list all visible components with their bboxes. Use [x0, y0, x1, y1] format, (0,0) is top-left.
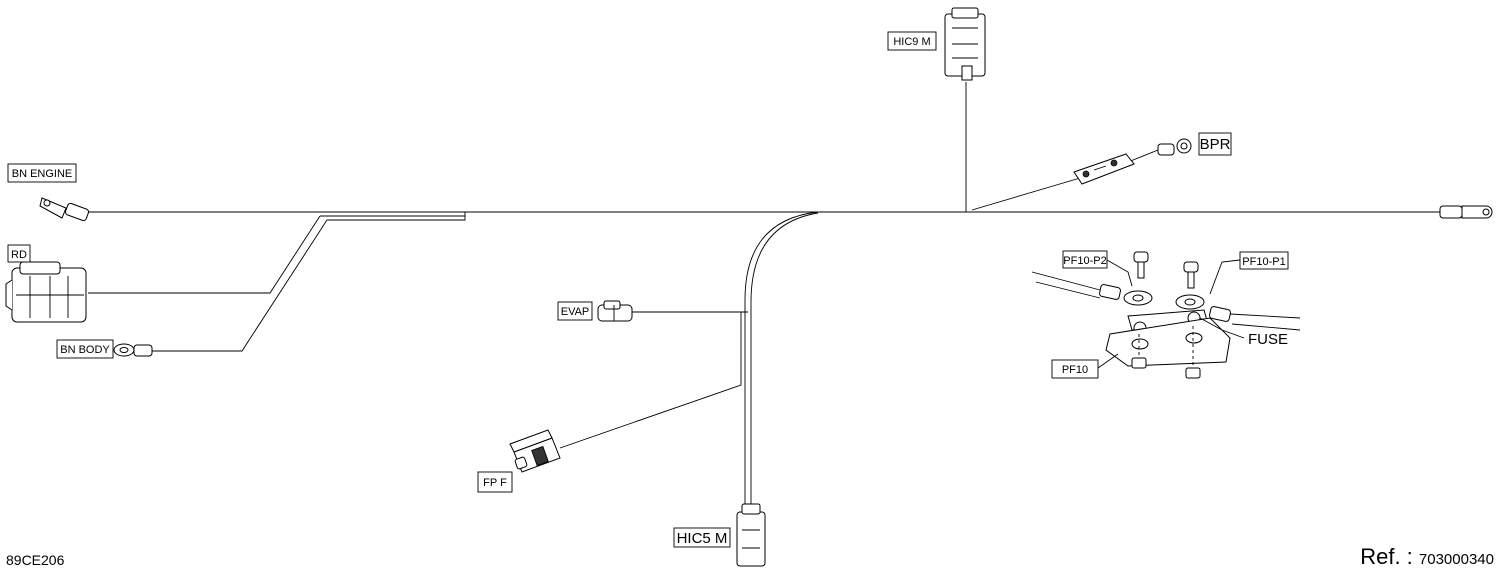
- label-bpr: BPR: [1198, 132, 1232, 156]
- svg-text:BN ENGINE: BN ENGINE: [12, 168, 73, 180]
- fp-branch-wire: [559, 312, 742, 449]
- hic5-connector: [736, 503, 766, 567]
- label-pf10-p1: PF10-P1: [1239, 251, 1289, 270]
- label-bn-engine: BN ENGINE: [7, 163, 77, 183]
- svg-text:EVAP: EVAP: [561, 306, 590, 318]
- evap-connector: [597, 300, 633, 322]
- label-fuse: FUSE: [1248, 331, 1288, 348]
- reference-number: Ref. : 703000340: [1360, 544, 1494, 570]
- bpr-fuse-holder: [1073, 153, 1135, 185]
- svg-text:BN BODY: BN BODY: [60, 344, 110, 356]
- pf10-fuse-holder-assembly: [1031, 251, 1301, 379]
- ref-label: Ref. :: [1360, 544, 1413, 569]
- label-bn-body: BN BODY: [56, 339, 114, 359]
- svg-text:HIC5 M: HIC5 M: [677, 530, 728, 547]
- rd-connector: [5, 261, 87, 323]
- svg-text:RD: RD: [11, 249, 27, 261]
- rd-branch-wire: [88, 215, 321, 294]
- ref-number: 703000340: [1418, 551, 1494, 568]
- bn-body-branch-wire: [152, 219, 328, 352]
- svg-text:PF10: PF10: [1062, 364, 1088, 376]
- label-pf10-p2: PF10-P2: [1062, 250, 1108, 269]
- label-evap: EVAP: [557, 301, 593, 321]
- svg-text:FUSE: FUSE: [1248, 331, 1288, 348]
- fp-connector: [509, 429, 561, 473]
- bn-engine-terminal: [39, 197, 90, 222]
- lower-trunk-wire: [744, 211, 819, 510]
- label-hic5-m: HIC5 M: [673, 527, 731, 548]
- svg-text:PF10-P2: PF10-P2: [1063, 255, 1106, 267]
- harness-wires: [88, 82, 1440, 512]
- label-fp-f: FP F: [477, 471, 513, 493]
- svg-text:BPR: BPR: [1200, 136, 1231, 153]
- bpr-ring-terminal: [1157, 138, 1192, 156]
- label-hic9-m: HIC9 M: [887, 31, 937, 51]
- label-pf10: PF10: [1051, 359, 1099, 379]
- leader-lines: [1097, 259, 1245, 369]
- label-rd: RD: [7, 244, 31, 263]
- diagram-code: 89CE206: [6, 552, 65, 568]
- svg-text:PF10-P1: PF10-P1: [1242, 256, 1285, 268]
- bn-body-ring-terminal: [113, 343, 153, 357]
- hic9-connector: [944, 7, 986, 81]
- svg-text:HIC9 M: HIC9 M: [893, 36, 930, 48]
- svg-text:FP F: FP F: [483, 477, 507, 489]
- bpr-branch-wire: [971, 177, 1081, 211]
- right-ring-terminal: [1439, 205, 1493, 219]
